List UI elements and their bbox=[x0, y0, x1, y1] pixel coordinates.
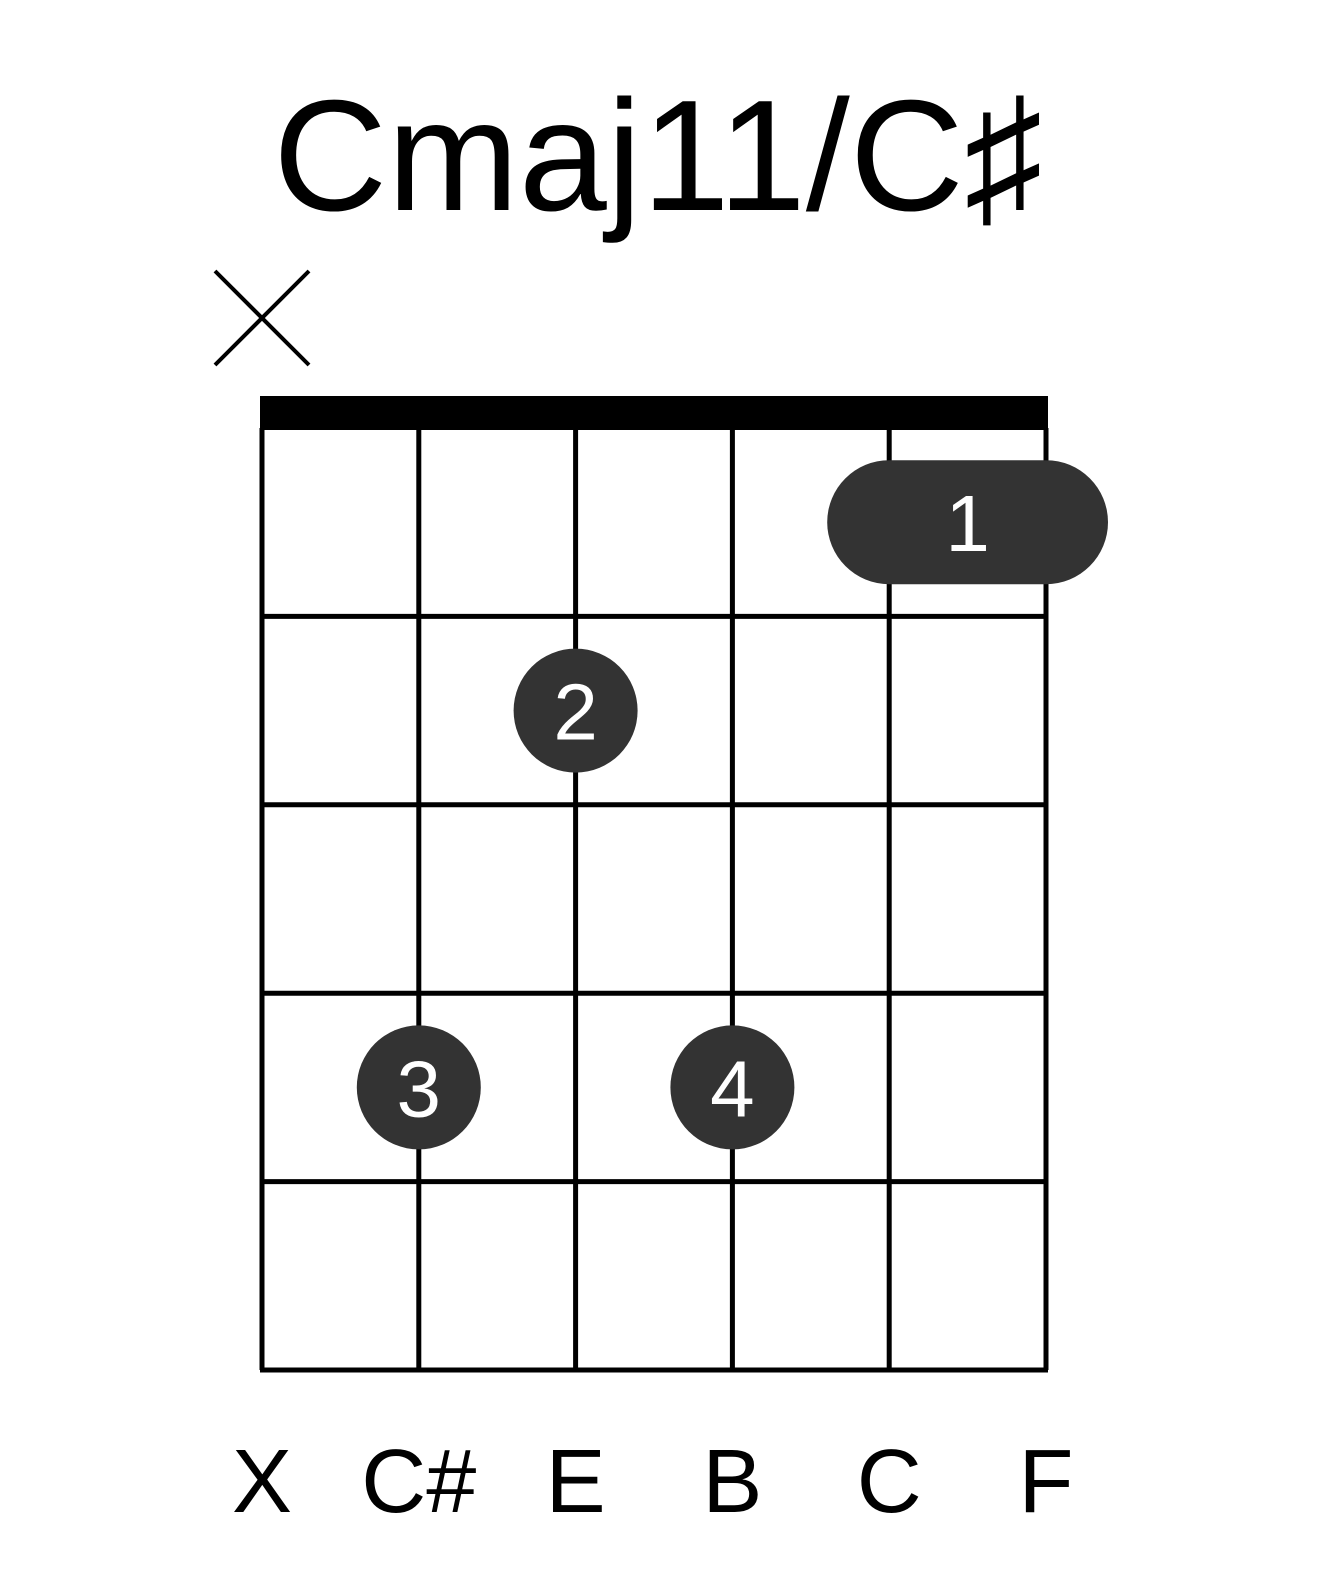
fretboard-grid bbox=[259, 396, 1049, 1373]
finger-label: 4 bbox=[710, 1044, 755, 1133]
finger-label: 2 bbox=[553, 668, 598, 757]
note-label-3: E bbox=[546, 1432, 606, 1532]
finger-dot-4: 4 bbox=[670, 1025, 795, 1150]
finger-dot-2: 2 bbox=[513, 648, 638, 773]
finger-label: 1 bbox=[945, 479, 990, 568]
note-label-5: C bbox=[857, 1432, 922, 1532]
finger-marker bbox=[513, 648, 638, 773]
note-label-6: F bbox=[1019, 1432, 1074, 1532]
muted-x-stroke bbox=[213, 269, 311, 367]
finger-dot-3: 3 bbox=[356, 1025, 481, 1150]
nut bbox=[260, 396, 1048, 430]
finger-marker bbox=[670, 1025, 795, 1150]
muted-markers bbox=[213, 269, 311, 367]
note-label-1: X bbox=[232, 1432, 292, 1532]
finger-marker bbox=[356, 1025, 481, 1150]
finger-positions: 1 2 3 4 bbox=[356, 460, 1108, 1150]
note-label-2: C# bbox=[361, 1432, 476, 1532]
chord-title: Cmaj11/C♯ bbox=[273, 68, 1043, 244]
finger-dot-1: 1 bbox=[827, 460, 1108, 585]
note-label-4: B bbox=[702, 1432, 762, 1532]
finger-barre bbox=[827, 460, 1108, 585]
muted-string-icon bbox=[213, 269, 311, 367]
finger-label: 3 bbox=[397, 1044, 442, 1133]
